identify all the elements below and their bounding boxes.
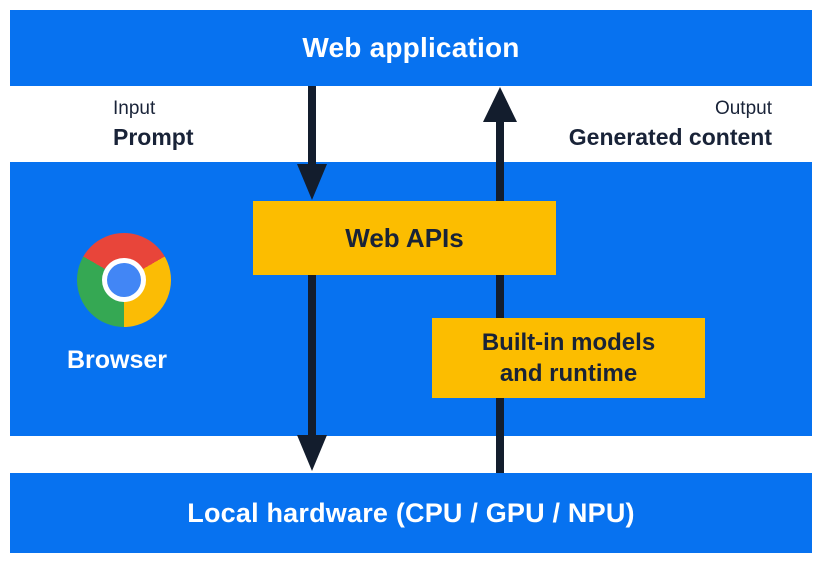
prompt-arrow-head-top xyxy=(297,164,327,200)
local-hardware-bar: Local hardware (CPU / GPU / NPU) xyxy=(10,473,812,553)
builtin-models-label-line2: and runtime xyxy=(499,360,638,387)
output-label-group: Output Generated content xyxy=(569,97,772,151)
web-application-label: Web application xyxy=(302,32,520,63)
output-arrow-shaft xyxy=(496,121,504,473)
local-hardware-label: Local hardware (CPU / GPU / NPU) xyxy=(187,497,635,528)
browser-label: Browser xyxy=(66,346,168,374)
input-label-group: Input Prompt xyxy=(113,97,194,151)
builtin-models-label-line1: Built-in models xyxy=(481,329,656,356)
chrome-logo-icon xyxy=(77,233,171,327)
builtin-models-box: Built-in models and runtime xyxy=(432,318,705,398)
input-title: Input xyxy=(113,98,156,119)
prompt-arrow-shaft-bottom xyxy=(308,275,316,436)
output-arrow-head xyxy=(483,87,517,122)
prompt-arrow-head-bottom xyxy=(297,435,327,471)
input-value: Prompt xyxy=(113,124,194,150)
prompt-arrow-shaft-top xyxy=(308,86,316,165)
output-value: Generated content xyxy=(568,124,772,150)
chrome-logo-blue-center xyxy=(107,263,141,297)
web-apis-box: Web APIs xyxy=(253,201,556,275)
web-application-bar: Web application xyxy=(10,10,812,86)
web-apis-label: Web APIs xyxy=(345,222,464,253)
output-title: Output xyxy=(714,98,772,119)
